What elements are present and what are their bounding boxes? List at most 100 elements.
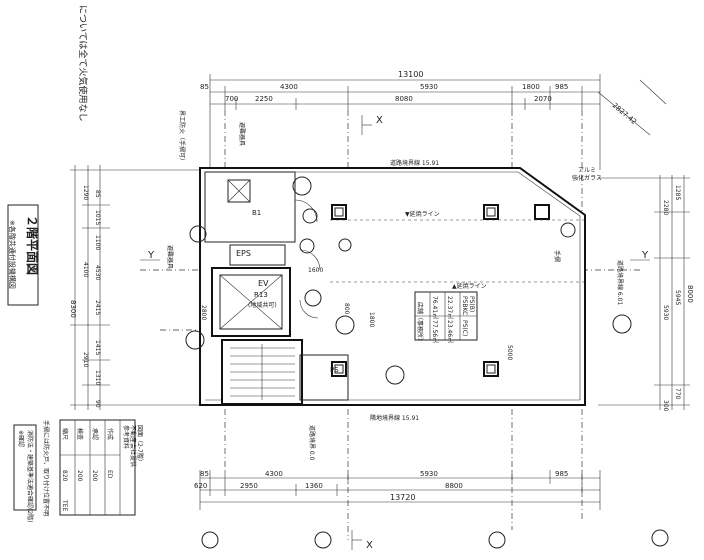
axis-bubble — [488, 531, 506, 549]
drawing-title: ２階平面図 — [25, 215, 40, 275]
dim-text: 90 — [94, 400, 101, 408]
sx-mark — [338, 238, 352, 252]
dim-text: 1015 — [94, 210, 101, 225]
sx-mark — [560, 222, 576, 238]
eps-room — [229, 244, 286, 266]
drawing-subtitle: ※各階共通付設機構図 — [8, 220, 17, 289]
railing-note: 界工防火（手摺可） — [178, 110, 186, 164]
extension-line-label: ▼延焼ライン — [405, 210, 440, 218]
ps-room — [299, 354, 349, 401]
dim-text: 2415 — [94, 300, 101, 315]
dim-text: 1800 — [368, 312, 375, 327]
b1-label: B1 — [252, 209, 261, 217]
top-note: については全て火気使用なし — [77, 5, 89, 122]
stamp-cell: 820 — [61, 470, 68, 482]
area-value: 22.37㎡ — [446, 296, 454, 319]
bottom-left-box-text: ※確認 — [17, 430, 25, 447]
area-value: 76.41㎡ — [431, 296, 439, 319]
dim-text: 1100 — [94, 235, 101, 250]
axis-x-top-label: X — [376, 115, 383, 126]
aluminum-note: アルミ — [578, 167, 596, 174]
stair-area-top — [204, 171, 296, 243]
column — [534, 204, 550, 220]
axis-bubble — [651, 529, 669, 547]
dim-text: 5000 — [506, 345, 513, 360]
dim-text: 800 — [343, 303, 350, 315]
bottom-road-note: 道路境界 0.0 — [308, 425, 316, 461]
dim-text: 985 — [555, 470, 568, 478]
area-row-label: PSBKC — [461, 296, 468, 315]
dim-top-total: 13100 — [398, 70, 423, 79]
stamp-cell: 200 — [76, 470, 83, 482]
stamp-cell: 縮尺 — [61, 428, 69, 440]
dim-text: 4300 — [280, 83, 298, 91]
dim-text: 1600 — [308, 267, 323, 274]
sx-mark — [185, 330, 205, 350]
axis-bubble — [201, 531, 219, 549]
area-row-label: 店舗（事務所） — [416, 302, 424, 344]
sx-mark — [335, 315, 355, 335]
sx-mark — [189, 225, 207, 243]
glass-note: 強化ガラス — [572, 174, 602, 182]
ev-sub: (地域共可) — [248, 301, 277, 309]
dim-text: 8080 — [395, 95, 413, 103]
stamp-cell: ED — [106, 470, 113, 479]
title-box — [7, 204, 39, 306]
dim-text: 2280 — [662, 200, 669, 215]
area-row-label: PS(B) — [468, 296, 475, 312]
sx-mark — [302, 208, 318, 224]
ev-code: R13 — [254, 291, 268, 299]
dim-text: 5945 — [674, 290, 681, 305]
dim-text: 1285 — [674, 185, 681, 200]
sx-mark — [292, 176, 312, 196]
diag-dim-line — [597, 91, 651, 136]
dim-text: 85 — [200, 83, 209, 91]
area-value: 77.56㎡ — [431, 320, 439, 343]
eps-label: EPS — [236, 249, 251, 258]
column — [331, 204, 347, 220]
dim-text: 5930 — [420, 470, 438, 478]
axis-y-left-label: Y — [147, 250, 155, 261]
dim-right-total: 8000 — [686, 285, 694, 303]
column — [483, 204, 499, 220]
ev-label: EV — [258, 279, 269, 288]
dim-text: 4100 — [82, 262, 89, 277]
dim-left-total: 8300 — [69, 300, 77, 318]
dim-text: 2250 — [255, 95, 273, 103]
dim-text: 85 — [94, 190, 101, 198]
dim-text: 5930 — [420, 83, 438, 91]
stamp-cell: 作成 — [106, 428, 114, 440]
dim-bottom-total: 13720 — [390, 493, 415, 502]
axis-x-bottom-label: X — [366, 540, 373, 551]
stamp-cell: 200 — [91, 470, 98, 482]
extinguisher-box — [227, 179, 251, 203]
bottom-left-box — [13, 424, 37, 511]
stamp-cell: 承認 — [91, 428, 99, 440]
dim-text: 1800 — [522, 83, 540, 91]
extension-line-label: ▲延焼ライン — [452, 282, 487, 290]
dim-text: 770 — [674, 388, 681, 400]
ps-label: PS — [330, 366, 339, 374]
stamp-cell: 検査 — [76, 428, 84, 440]
stamp-code: TEE — [61, 499, 68, 511]
dim-text: 4300 — [265, 470, 283, 478]
column — [483, 361, 499, 377]
right-railing-note: 手摺 — [553, 250, 561, 262]
stamp-block — [59, 419, 136, 516]
bottom-left-box-text: 消防法・建築基準法適合確認(2階) — [26, 430, 34, 523]
area-row-label: PS(C) — [461, 320, 468, 336]
dim-text: 300 — [662, 400, 669, 412]
sx-mark — [299, 238, 315, 254]
dim-text: 1290 — [82, 185, 89, 200]
neighbor-boundary-label: 隣地境界線 15.91 — [370, 414, 419, 422]
axis-y-right-label: Y — [641, 250, 649, 261]
dim-text: 700 — [225, 95, 238, 103]
stamp-text: 不動産会社提供 — [129, 425, 137, 467]
axis-bubble — [314, 531, 332, 549]
dim-text: 2070 — [534, 95, 552, 103]
extinguisher-note-2: 避難器具 — [166, 245, 174, 269]
bottom-left-note: 手摺には防火戸、取り付け位置不明 — [42, 420, 50, 516]
dim-text: 85 — [200, 470, 209, 478]
axis-bubble — [612, 314, 632, 334]
